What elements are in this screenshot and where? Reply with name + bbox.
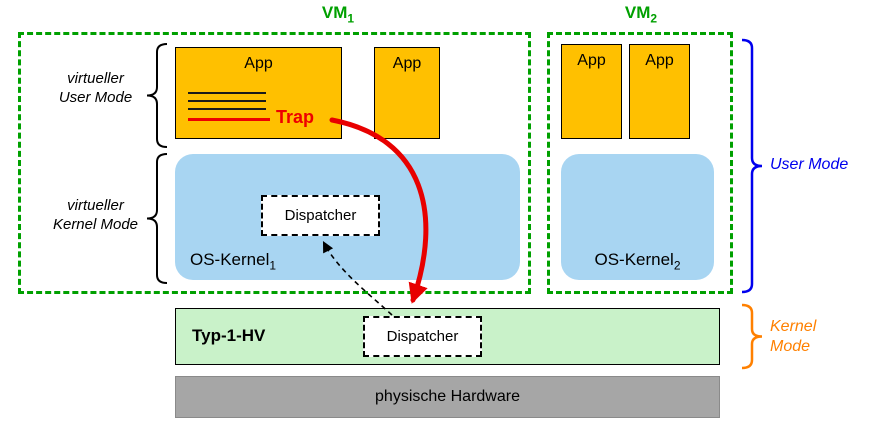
kernel-mode-line1: Kernel	[770, 318, 817, 335]
os-kernel-1-sub: 1	[269, 258, 277, 273]
vm2-app-1-label: App	[577, 52, 606, 69]
user-mode-label: User Mode	[770, 156, 849, 173]
virtual-kernel-mode-label: virtueller Kernel Mode	[38, 196, 153, 234]
os-kernel-1-label: OS-Kernel1	[190, 250, 276, 272]
trap-instruction-line	[188, 118, 270, 121]
hypervisor-label: Typ-1-HV	[192, 326, 266, 345]
virtual-user-mode-label: virtueller User Mode	[38, 69, 153, 107]
code-line-1	[188, 92, 266, 94]
right-brace-kernel-mode	[741, 303, 763, 370]
os-kernel-2-box	[561, 154, 714, 280]
kernel-mode-label: Kernel Mode	[770, 317, 816, 357]
hardware-label: physische Hardware	[375, 388, 520, 405]
code-line-3	[188, 108, 266, 110]
os-kernel-2-label: OS-Kernel2	[561, 250, 714, 272]
hypervisor-dispatcher-box: Dispatcher	[363, 316, 482, 357]
os-kernel-dispatcher-box: Dispatcher	[261, 195, 380, 236]
os-kernel-2-text: OS-Kernel	[594, 250, 674, 269]
virtual-user-mode-line2: User Mode	[58, 89, 133, 106]
os-kernel-dispatcher-label: Dispatcher	[284, 207, 357, 224]
vm2-title: VM2	[607, 3, 675, 25]
vm2-app-2-label: App	[645, 52, 674, 69]
vm1-container	[18, 32, 531, 294]
virtual-kernel-mode-line1: virtueller	[67, 197, 124, 214]
os-kernel-2-sub: 2	[673, 258, 681, 273]
hardware-box: physische Hardware	[175, 376, 720, 418]
vm2-title-text: VM	[624, 3, 651, 22]
right-brace-user-mode	[741, 38, 763, 294]
os-kernel-1-text: OS-Kernel	[190, 250, 270, 269]
vm1-title-text: VM	[321, 3, 348, 22]
vm1-app-small: App	[374, 47, 440, 139]
trap-label: Trap	[276, 107, 315, 127]
virtual-kernel-mode-line2: Kernel Mode	[52, 216, 139, 233]
vm2-app-2: App	[629, 44, 690, 139]
hypervisor-dispatcher-label: Dispatcher	[386, 328, 459, 345]
vm1-app-small-label: App	[392, 55, 422, 72]
vm2-container	[547, 32, 733, 294]
vm2-title-sub: 2	[650, 11, 658, 26]
virtual-user-mode-line1: virtueller	[67, 70, 124, 87]
vm1-app-large-label: App	[244, 55, 273, 72]
code-line-2	[188, 100, 266, 102]
vm1-title-sub: 1	[347, 11, 355, 26]
kernel-mode-line2: Mode	[770, 338, 811, 355]
vm2-app-1: App	[561, 44, 622, 139]
vm1-title: VM1	[302, 3, 374, 25]
